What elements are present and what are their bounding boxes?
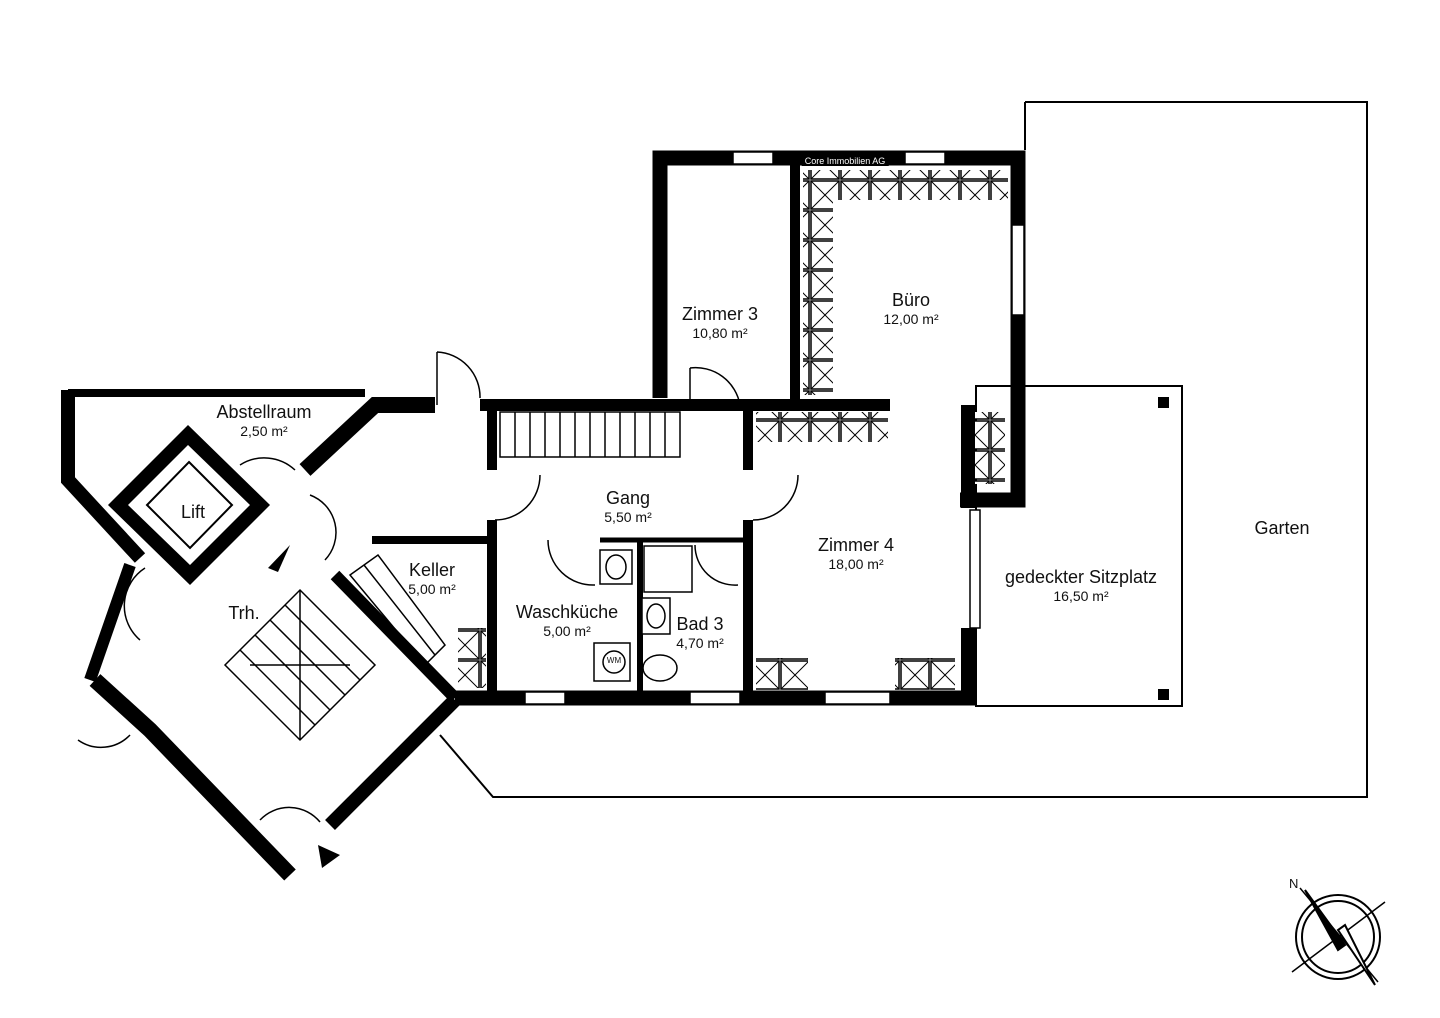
room-name: Keller <box>408 560 456 580</box>
bathroom-fixtures <box>593 545 693 682</box>
room-name: Bad 3 <box>676 614 724 634</box>
room-area: 5,00 m² <box>543 622 591 639</box>
room-name: gedeckter Sitzplatz <box>1004 567 1158 587</box>
room-bad3: Bad 3 4,70 m² <box>676 614 723 651</box>
room-area: 5,00 m² <box>408 580 456 597</box>
room-name: Lift <box>180 502 206 522</box>
room-waschkueche: Waschküche 5,00 m² <box>516 602 618 639</box>
garden-name: Garten <box>1254 518 1310 538</box>
windows <box>524 151 1025 705</box>
room-lift: Lift <box>181 502 205 523</box>
room-name: Zimmer 3 <box>682 304 758 324</box>
room-area: 2,50 m² <box>240 422 288 439</box>
corridor-stairs <box>499 411 681 458</box>
room-gang: Gang 5,50 m² <box>604 488 651 525</box>
brand-label: Core Immobilien AG <box>801 156 889 166</box>
room-area: 5,50 m² <box>604 508 652 525</box>
room-trh: Trh. <box>228 603 259 624</box>
room-zimmer4: Zimmer 4 18,00 m² <box>818 535 894 572</box>
room-abstellraum: Abstellraum 2,50 m² <box>216 402 311 439</box>
room-name: Gang <box>605 488 651 508</box>
compass-icon <box>1291 887 1386 986</box>
room-name: Büro <box>891 290 931 310</box>
covered-terrace <box>975 385 1183 707</box>
room-area: 4,70 m² <box>676 634 724 651</box>
keller-shelves <box>348 553 446 667</box>
washing-machine-label: WM <box>606 656 622 665</box>
room-name: Trh. <box>228 603 260 623</box>
room-keller: Keller 5,00 m² <box>408 560 455 597</box>
cabinets <box>458 170 1008 690</box>
walls <box>61 150 1026 881</box>
room-name: Abstellraum <box>216 402 312 422</box>
doors <box>77 351 799 823</box>
room-buero: Büro 12,00 m² <box>883 290 938 327</box>
compass-north-label: N <box>1289 876 1299 891</box>
room-zimmer3: Zimmer 3 10,80 m² <box>682 304 758 341</box>
staircase <box>223 588 377 742</box>
garden-outline <box>439 101 1368 798</box>
room-area: 16,50 m² <box>1053 587 1109 604</box>
room-name: Waschküche <box>515 602 619 622</box>
entrance-arrows <box>268 545 340 868</box>
lift-shaft <box>108 425 270 585</box>
room-area: 12,00 m² <box>883 310 939 327</box>
room-area: 10,80 m² <box>692 324 748 341</box>
room-sitzplatz: gedeckter Sitzplatz 16,50 m² <box>1005 567 1157 604</box>
room-name: Zimmer 4 <box>818 535 894 555</box>
garden-label: Garten <box>1254 518 1309 539</box>
room-area: 18,00 m² <box>828 555 884 572</box>
